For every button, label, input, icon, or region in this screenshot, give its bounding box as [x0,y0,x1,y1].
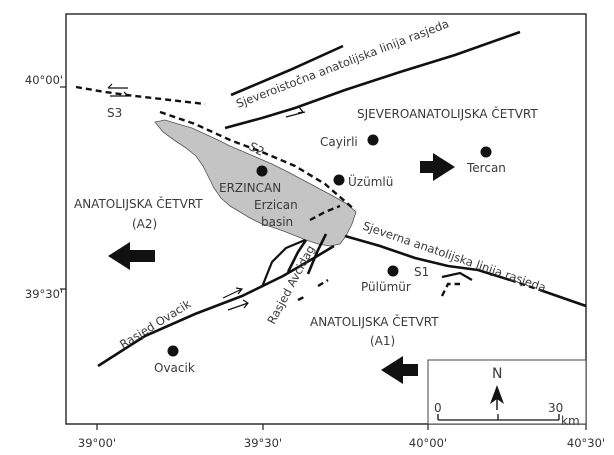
y-tick-label: 40°00' [25,73,63,87]
city-label-uzumlu: Üzümlü [348,173,393,189]
city-dot-tercan [480,146,492,158]
scale-unit-label: km [561,414,580,428]
region-label-anatolian-a1: ANATOLIJSKA ČETVRT [310,314,439,329]
x-tick-label: 39°00' [78,436,116,450]
city-dot-uzumlu [333,174,345,186]
fault-label-avcidag: Rasjed Avcidag [264,243,317,327]
segment-label-s2: S2 [247,139,267,159]
fault-northeast [224,30,521,130]
fault-northeast [230,44,344,97]
basin-label: Erzican [254,198,298,212]
region-label-anatolian-a1: (A1) [370,334,395,348]
scale-bar [437,414,560,421]
fault-segment-s3 [75,85,206,106]
axis-ticks [60,86,587,430]
fault-segment-s1 [440,282,460,297]
motion-arrow-west-icon [108,242,155,270]
map-frame [65,13,587,425]
x-tick-label: 40°00' [409,436,447,450]
fault-avcidag [286,239,308,273]
fault-avcidag [306,233,328,275]
slip-arrow-icon [285,106,306,118]
segment-label-s1: S1 [414,265,429,279]
fault-segment-s1 [441,271,473,281]
x-tick-label: 39°30' [244,436,282,450]
scale-end-label: 30 [548,401,563,415]
city-dot-pulumur [387,265,399,277]
scale-start-label: 0 [434,401,442,415]
segment-label-s3: S3 [107,106,122,120]
slip-arrow-icon [222,287,244,299]
region-label-anatolian-a2: ANATOLIJSKA ČETVRT [74,196,203,211]
fault-label-northeast: Sjeveroistočna anatolijska linija rasjed… [234,16,451,110]
city-dot-ovacik [167,345,179,357]
fault-avcidag-dashed [297,278,329,302]
slip-arrow-icon [107,83,130,97]
fault-avcidag-dashed [309,204,341,222]
slip-arrow-icon [227,299,249,311]
city-label-ovacik: Ovacik [154,361,195,375]
erzincan-basin [154,119,357,247]
city-dot-cayirli [367,134,379,146]
city-label-cayirli: Cayirli [320,135,358,149]
region-label-north-anatolian: SJEVEROANATOLIJSKA ČETVRT [357,106,538,121]
basin-label: basin [261,215,293,229]
y-tick-label: 39°30' [25,287,63,301]
north-label: N [492,366,502,382]
motion-arrow-east-icon [420,153,455,181]
fault-north-anatolian [539,288,587,308]
legend-box [427,359,587,425]
city-label-erzincan: ERZINCAN [219,181,281,195]
x-tick-label: 40°30' [567,436,605,450]
city-label-tercan: Tercan [466,161,506,175]
fault-segment-s2 [159,110,356,211]
city-dot-erzincan [256,165,268,177]
city-label-pulumur: Pülümür [361,280,411,294]
region-label-anatolian-a2: (A2) [132,217,157,231]
fault-ovacik [260,238,306,288]
north-arrow-icon [490,385,504,404]
fault-north-anatolian [344,234,511,282]
fault-label-ovacik: Rasjed Ovacik [117,297,193,352]
fault-north-anatolian-dashed [509,278,541,292]
motion-arrow-west-icon [381,356,418,384]
